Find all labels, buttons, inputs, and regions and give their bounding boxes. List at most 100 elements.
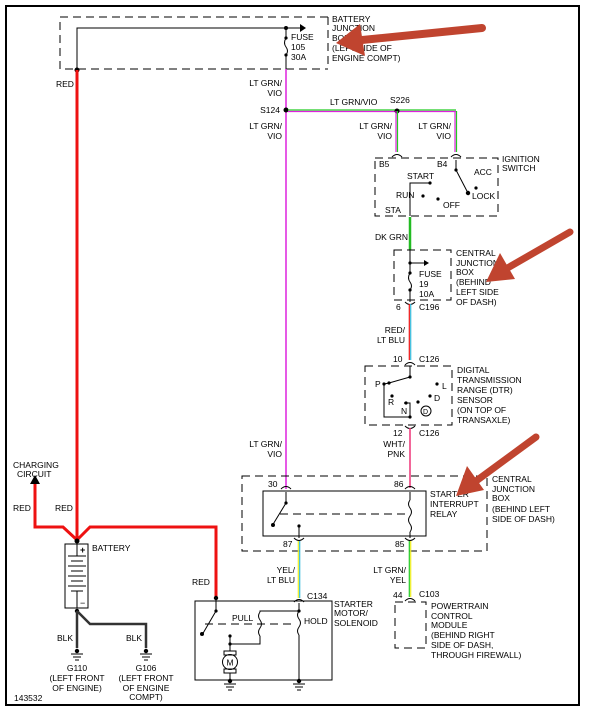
cjb-label-6: OF DASH)	[456, 297, 497, 307]
wire-label: BLK	[126, 633, 142, 643]
wire-label: LT GRN/	[359, 121, 392, 131]
pin-12: 12	[393, 428, 403, 438]
central-junction-box-fuse: FUSE 19 10A 6 C196 CENTRAL JUNCTION BOX …	[393, 248, 499, 312]
motor-icon: M	[222, 650, 238, 680]
fuse-105-number: 105	[291, 42, 305, 52]
wire-label: RED	[13, 503, 31, 513]
g106-desc-1: (LEFT FRONT	[118, 673, 173, 683]
wht-pnk-wire: WHT/ PNK	[383, 428, 411, 488]
position-acc: ACC	[474, 167, 492, 177]
pcm-label-5: SIDE OF DASH,	[431, 640, 493, 650]
dtr-label-3: RANGE (DTR)	[457, 385, 513, 395]
wire-label: LT GRN/	[249, 121, 282, 131]
yel-ltblu-wire: YEL/ LT BLU	[267, 541, 301, 598]
pin-87: 87	[283, 539, 293, 549]
fuse-19-rating: 10A	[419, 289, 434, 299]
wire-label: BLK	[57, 633, 73, 643]
position-off: OFF	[443, 200, 460, 210]
cjb-label-3: BOX	[456, 267, 474, 277]
ground-icon	[71, 648, 83, 661]
bjb-label-2: JUNCTION	[332, 23, 375, 33]
fuse-19-label: FUSE	[419, 269, 442, 279]
dtr-label-6: TRANSAXLE)	[457, 415, 511, 425]
wire-label: VIO	[377, 131, 392, 141]
pin-85: 85	[395, 539, 405, 549]
charging-label-1: CHARGING	[13, 460, 59, 470]
wire-label: RED	[55, 503, 73, 513]
ground-icon	[140, 648, 152, 661]
position-r: R	[388, 397, 394, 407]
splice-label-s226: S226	[390, 95, 410, 105]
starter-label-2: MOTOR/	[334, 608, 368, 618]
dtr-label-1: DIGITAL	[457, 365, 490, 375]
wire-label: RED	[192, 577, 210, 587]
pcm-label-6: THROUGH FIREWALL)	[431, 650, 522, 660]
connector-c134: C134	[307, 591, 328, 601]
wire-label: LT GRN/	[418, 121, 451, 131]
red-wire-main: RED	[56, 67, 80, 540]
g110-desc-2: OF ENGINE)	[52, 683, 102, 693]
position-p: P	[375, 379, 381, 389]
connector-c196: C196	[419, 302, 440, 312]
cjb2-label-1: CENTRAL	[492, 474, 532, 484]
wire-label: YEL	[390, 575, 406, 585]
ignition-switch-label-1: IGNITION	[502, 154, 540, 164]
pcm-label-4: (BEHIND RIGHT	[431, 630, 495, 640]
svg-text:D: D	[423, 409, 428, 416]
pin-b4: B4	[437, 159, 448, 169]
wire-label: LT GRN/VIO	[330, 97, 378, 107]
wire-label: VIO	[267, 449, 282, 459]
wire-label: YEL/	[277, 565, 296, 575]
fuse-105-label: FUSE	[291, 32, 314, 42]
motor-label: M	[227, 658, 234, 668]
charging-circuit-arrow-icon	[30, 475, 40, 484]
fuse-19-number: 19	[419, 279, 429, 289]
g110-label: G110	[67, 663, 87, 673]
starter-label-1: STARTER	[334, 599, 373, 609]
wire-label: LT BLU	[377, 335, 405, 345]
g106-desc-2: OF ENGINE	[123, 683, 170, 693]
wire-label-red-main: RED	[56, 79, 74, 89]
fuse-105-rating: 30A	[291, 52, 306, 62]
diagram-frame	[5, 5, 580, 706]
pin-6: 6	[396, 302, 401, 312]
dk-grn-wire: DK GRN	[375, 217, 412, 250]
wire-label: VIO	[436, 131, 451, 141]
battery-plus: +	[80, 545, 85, 555]
wire-label: VIO	[267, 131, 282, 141]
arrow-icon	[486, 228, 574, 282]
ltgrn-yel-wire: LT GRN/ YEL	[373, 541, 412, 597]
dtr-sensor: 10 C126 P R N D L D 12 C126 DIGITAL TRAN…	[364, 354, 522, 438]
overdrive-circle	[420, 405, 432, 417]
relay-label-2: INTERRUPT	[430, 499, 479, 509]
ignition-switch-label-2: SWITCH	[502, 163, 536, 173]
pin-30: 30	[268, 479, 278, 489]
cjb2-label-2: JUNCTION	[492, 484, 535, 494]
battery-label: BATTERY	[92, 543, 131, 553]
wire-label: LT GRN/	[249, 439, 282, 449]
cjb-label-5: LEFT SIDE	[456, 287, 499, 297]
ignition-switch: B5 B4 STA START RUN OFF ACC LOCK IGNITIO…	[374, 154, 540, 217]
starter-label-3: SOLENOID	[334, 618, 378, 628]
hold-coil-label: HOLD	[304, 616, 328, 626]
cjb-label-4: (BEHIND	[456, 277, 491, 287]
bjb-label-5: ENGINE COMPT)	[332, 53, 401, 63]
pcm-label-1: POWERTRAIN	[431, 601, 488, 611]
arrow-icon	[456, 433, 540, 496]
pcm-label-2: CONTROL	[431, 611, 473, 621]
pull-coil-label: PULL	[232, 613, 254, 623]
relay-label-1: STARTER	[430, 489, 469, 499]
starter-interrupt-relay: 30 86 87 85 STARTER INTERRUPT RELAY CENT…	[241, 474, 555, 552]
ground-icon	[293, 678, 305, 691]
wire-label: RED/	[385, 325, 406, 335]
powertrain-control-module: 44 C103 POWERTRAIN CONTROL MODULE (BEHIN…	[393, 589, 522, 660]
wire-label: LT BLU	[267, 575, 295, 585]
relay-label-3: RELAY	[430, 509, 458, 519]
charging-label-2: CIRCUIT	[17, 469, 51, 479]
pin-86: 86	[394, 479, 404, 489]
g106-desc-3: COMPT)	[129, 692, 163, 702]
bjb-label-3: BOX	[332, 33, 350, 43]
ltgrn-vio-horizontal-wire: LT GRN/VIO S226 LT GRN/ VIO LT GRN/ VIO	[288, 95, 458, 152]
figure-id: 143532	[14, 693, 43, 703]
